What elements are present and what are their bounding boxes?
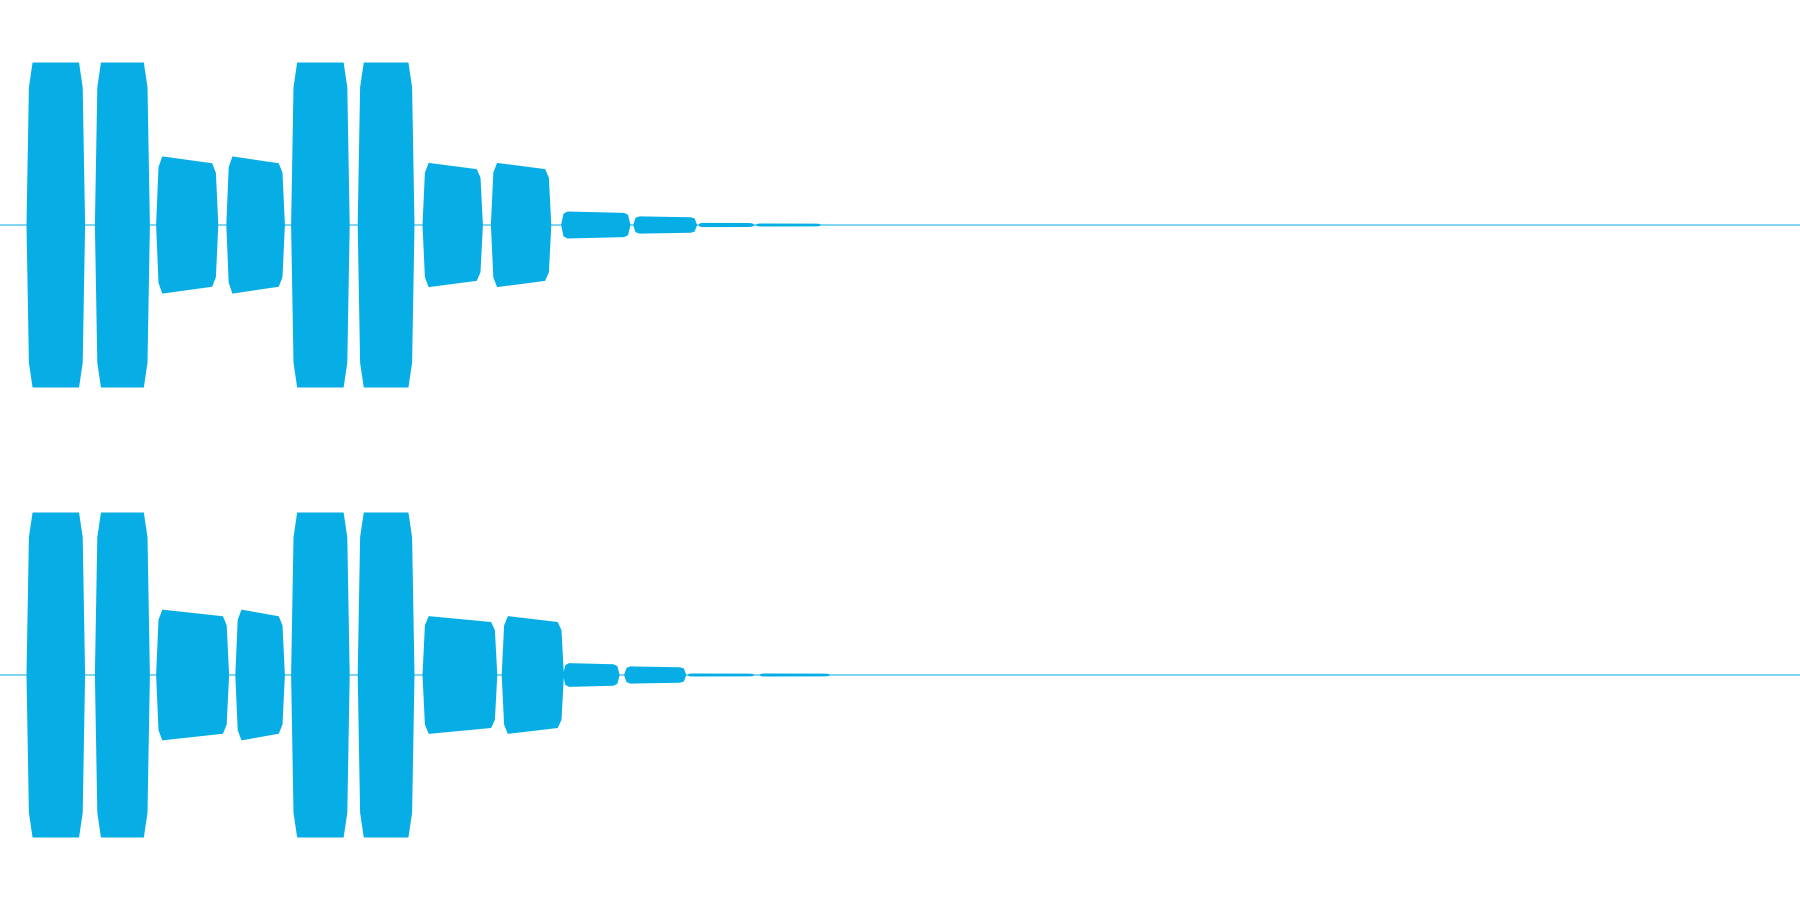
waveform-segment: [291, 62, 350, 388]
waveform-channel-1: [0, 62, 1800, 388]
waveform-segment: [562, 663, 620, 687]
waveform-segment: [26, 512, 86, 838]
waveform-segment: [94, 62, 150, 388]
waveform-segment: [758, 673, 832, 677]
waveform-segment: [226, 156, 285, 294]
waveform-segment: [94, 512, 150, 838]
waveform-segment: [561, 211, 631, 239]
waveform-segment: [422, 616, 498, 734]
waveform-segment: [291, 512, 350, 838]
waveform-channel-2: [0, 512, 1800, 838]
channels-layer: [0, 62, 1800, 838]
waveform-segment: [26, 62, 86, 388]
waveform-segment: [697, 222, 756, 228]
waveform-segment: [156, 156, 219, 294]
waveform-segment: [422, 162, 483, 288]
waveform-segment: [624, 666, 687, 684]
waveform-segment: [754, 223, 823, 227]
waveform-segment: [235, 609, 285, 741]
waveform-segment: [156, 609, 230, 741]
waveform-segment: [490, 162, 552, 288]
waveform-segment: [633, 216, 698, 234]
waveform-segment: [357, 62, 415, 388]
waveform-segment: [501, 616, 564, 734]
waveform-segment: [357, 512, 415, 838]
waveform-segment: [686, 673, 756, 677]
